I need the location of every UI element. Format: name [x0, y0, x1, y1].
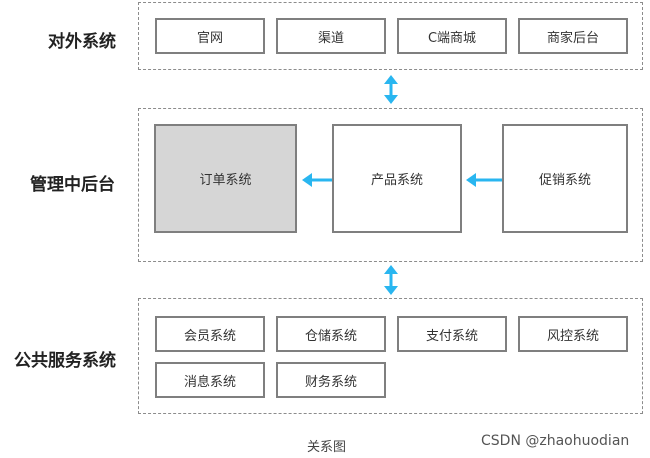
public-services-panel — [138, 298, 643, 414]
external-box-website[interactable]: 官网 — [155, 18, 265, 54]
double-arrow-management-public — [384, 265, 398, 295]
order-system-box[interactable]: 订单系统 — [154, 124, 297, 233]
public-box-member[interactable]: 会员系统 — [155, 316, 265, 352]
layer-label-public: 公共服务系统 — [14, 351, 116, 371]
promotion-system-box[interactable]: 促销系统 — [502, 124, 628, 233]
public-box-finance[interactable]: 财务系统 — [276, 362, 386, 398]
layer-label-middle: 管理中后台 — [30, 175, 115, 195]
external-systems-panel — [138, 2, 643, 70]
public-box-risk-control[interactable]: 风控系统 — [518, 316, 628, 352]
external-box-c-mall[interactable]: C端商城 — [397, 18, 507, 54]
management-panel — [138, 108, 643, 262]
product-system-box[interactable]: 产品系统 — [332, 124, 462, 233]
public-box-message[interactable]: 消息系统 — [155, 362, 265, 398]
external-box-merchant-backend[interactable]: 商家后台 — [518, 18, 628, 54]
public-box-payment[interactable]: 支付系统 — [397, 316, 507, 352]
watermark: CSDN @zhaohuodian — [481, 433, 630, 449]
external-box-channel[interactable]: 渠道 — [276, 18, 386, 54]
diagram-caption: 关系图 — [307, 440, 347, 455]
layer-label-external: 对外系统 — [48, 32, 116, 52]
public-box-warehouse[interactable]: 仓储系统 — [276, 316, 386, 352]
double-arrow-external-management — [384, 75, 398, 104]
